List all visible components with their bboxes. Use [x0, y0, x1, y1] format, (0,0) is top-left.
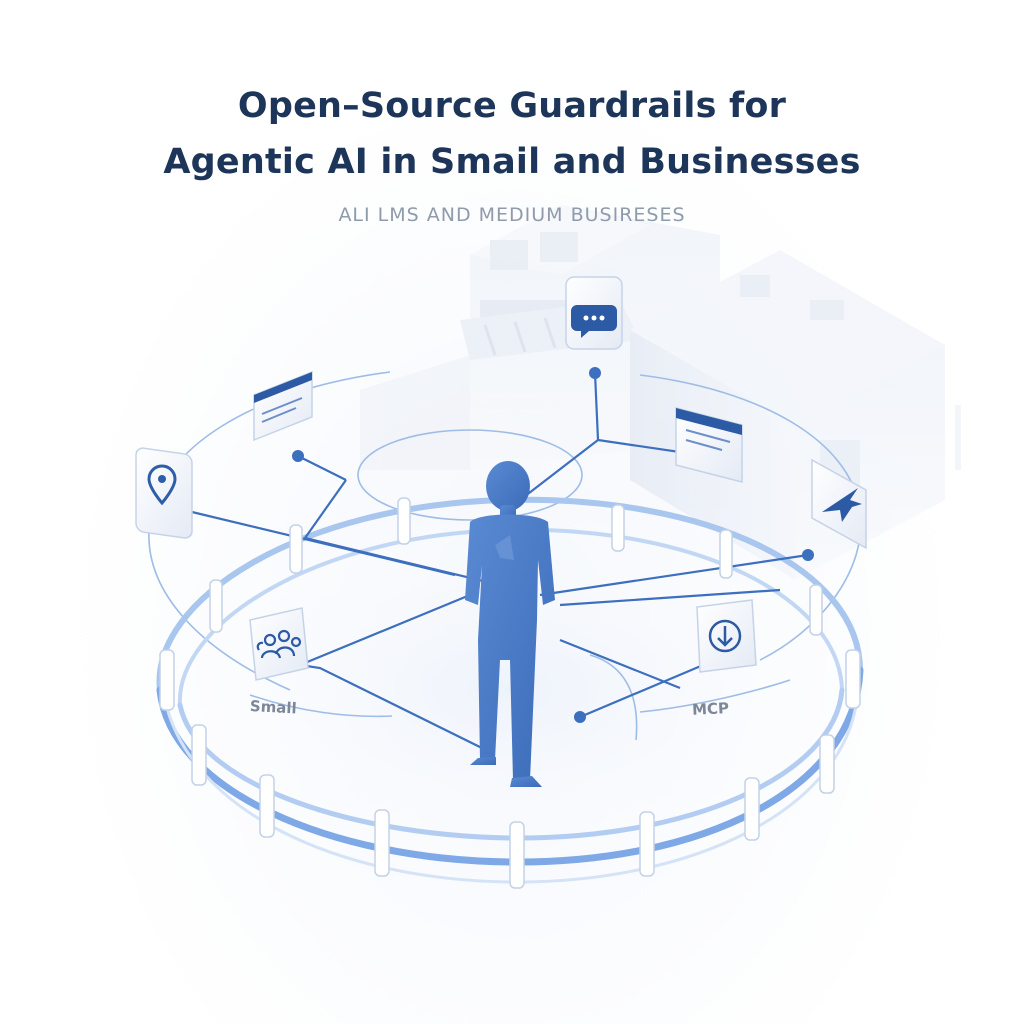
chat-bubble-icon	[571, 305, 617, 338]
team-tile	[249, 607, 309, 681]
mcp-label: MCP	[692, 699, 730, 719]
small-label: Small	[249, 697, 297, 717]
download-icon	[708, 619, 742, 653]
guardrail-posts	[159, 497, 861, 889]
page-title-line-1: Open–Source Guardrails for	[237, 86, 787, 126]
location-tile	[135, 447, 193, 539]
aircraft-tile	[811, 458, 867, 550]
network-nodes	[292, 367, 814, 723]
browser-window-icon	[254, 372, 312, 423]
team-icon	[256, 629, 302, 659]
floor-glow	[150, 500, 870, 880]
airplane-icon	[822, 488, 862, 522]
browser-left-tile	[253, 370, 313, 442]
browser-window-icon	[676, 408, 742, 451]
page-title-line-2: Agentic AI in Smail and Businesses	[163, 142, 861, 182]
download-tile	[696, 599, 757, 673]
map-pin-icon	[147, 464, 177, 506]
page-subtitle: ALI LMS AND MEDIUM BUSIRESES	[338, 204, 686, 226]
agent-figure	[465, 461, 555, 787]
network-connections	[191, 372, 809, 753]
browser-right-tile	[675, 407, 743, 483]
chat-tile	[565, 276, 623, 350]
